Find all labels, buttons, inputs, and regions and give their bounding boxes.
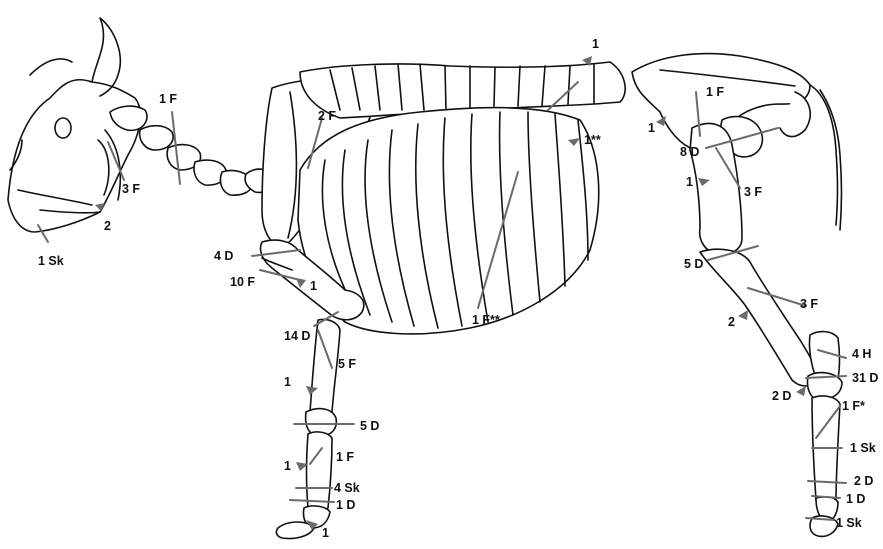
label-carpus-5d: 5 D (360, 419, 379, 433)
label-skull-2: 2 (104, 219, 111, 233)
fore-metacarpal (307, 432, 333, 511)
label-pelvis-8d: 8 D (680, 145, 699, 159)
label-tarsus-2d: 2 D (772, 389, 791, 403)
tarsus (807, 332, 842, 400)
label-skull-3f: 3 F (122, 182, 140, 196)
label-humerus-14d: 14 D (284, 329, 310, 343)
label-ribs-1fss: 1 F** (472, 313, 500, 327)
label-scapula-2f: 2 F (318, 109, 336, 123)
label-metacarpal-1: 1 (284, 459, 291, 473)
label-hind-phalanx-1d: 1 D (846, 492, 865, 506)
label-femur-3f: 3 F (744, 185, 762, 199)
label-tibia-3f: 3 F (800, 297, 818, 311)
label-tarsus-31d: 31 D (852, 371, 878, 385)
label-scapula-4d: 4 D (214, 249, 233, 263)
label-tibia-2: 2 (728, 315, 735, 329)
label-skull-1sk: 1 Sk (38, 254, 64, 268)
label-hind-phalanx-1sk: 1 Sk (836, 516, 862, 530)
tibia (700, 249, 818, 386)
label-humerus-10f: 10 F (230, 275, 255, 289)
label-pelvis-1f: 1 F (706, 85, 724, 99)
label-metatarsal-1fs: 1 F* (842, 399, 865, 413)
label-ribs-1ss: 1** (584, 133, 601, 147)
label-metacarpal-1f: 1 F (336, 450, 354, 464)
radius-ulna (310, 319, 340, 416)
label-metatarsal-1sk: 1 Sk (850, 441, 876, 455)
label-pelvis-1: 1 (648, 121, 655, 135)
label-metatarsal-2d: 2 D (854, 474, 873, 488)
label-femur-5d: 5 D (684, 257, 703, 271)
label-metacarpal-4sk: 4 Sk (334, 481, 360, 495)
hind-phalanges (810, 497, 838, 537)
label-radius-1: 1 (284, 375, 291, 389)
label-spine-1: 1 (592, 37, 599, 51)
label-humerus-1: 1 (310, 279, 317, 293)
label-fore-phalanx-1: 1 (322, 526, 329, 540)
label-femur-1: 1 (686, 175, 693, 189)
tail-vertebrae (810, 85, 842, 230)
label-metacarpal-1d: 1 D (336, 498, 355, 512)
label-neck-1f: 1 F (159, 92, 177, 106)
label-calcaneus-4h: 4 H (852, 347, 871, 361)
label-radius-5f: 5 F (338, 357, 356, 371)
